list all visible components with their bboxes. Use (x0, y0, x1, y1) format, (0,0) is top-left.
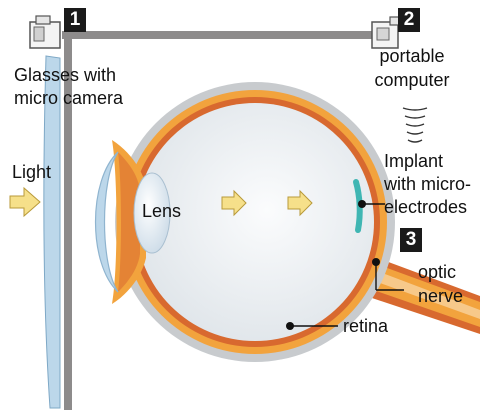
implant-dot (358, 200, 366, 208)
step-3-badge: 3 (400, 228, 422, 252)
retina-dot (286, 322, 294, 330)
light-arrow (10, 188, 40, 216)
implant-label-line1: Implant (384, 151, 443, 172)
light-label: Light (12, 162, 51, 183)
retina-label: retina (343, 316, 388, 337)
implant-label-line2: with micro- (384, 174, 471, 195)
optic-nerve-label-line2: nerve (418, 286, 463, 307)
optic-nerve-label-line1: optic (418, 262, 456, 283)
implant-label-line3: electrodes (384, 197, 467, 218)
step-2-badge: 2 (398, 8, 420, 32)
computer-label-line1: portable (362, 46, 462, 67)
glasses-label-line1: Glasses with (14, 65, 116, 86)
glasses-label-line2: micro camera (14, 88, 123, 109)
micro-camera-icon (30, 16, 60, 48)
cornea (96, 152, 119, 292)
wireless-signal-icon (403, 108, 427, 142)
optic-nerve-dot (372, 258, 380, 266)
portable-computer-icon (372, 17, 400, 48)
computer-label-line2: computer (362, 70, 462, 91)
lens-label: Lens (142, 201, 181, 222)
step-1-badge: 1 (64, 8, 86, 32)
